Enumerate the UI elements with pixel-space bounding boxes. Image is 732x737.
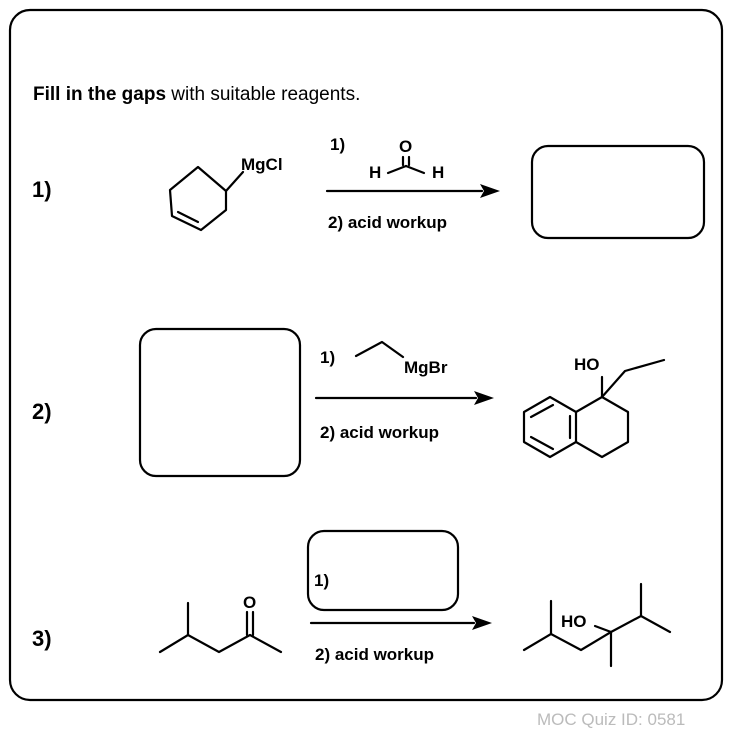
instruction-text: Fill in the gaps with suitable reagents. [33, 84, 360, 105]
cyclohexene-ring [168, 165, 228, 232]
ketone-chain [158, 633, 283, 654]
formaldehyde-ch-bond-right [404, 164, 426, 175]
alcohol-main-chain [522, 614, 672, 652]
quiz-id: MOC Quiz ID: 0581 [537, 710, 685, 729]
reaction-2: 2) 1) MgBr 2) acid workup HO [32, 327, 666, 478]
reaction-3-step-1: 1) [314, 571, 329, 590]
reaction-2-arrowhead [474, 391, 494, 405]
formaldehyde-o: O [399, 137, 412, 156]
reaction-1-answer-box[interactable] [530, 144, 706, 240]
mgcl-bond [224, 170, 245, 193]
reaction-2-reagent: 1) MgBr [320, 340, 448, 377]
cyclohexene-double-bond [176, 210, 200, 224]
reaction-1: 1) MgCl 1) O H H 2) acid workup [32, 135, 706, 240]
ethyl-chain [354, 340, 405, 359]
instruction-bold: Fill in the gaps [33, 84, 166, 105]
tetralin-inner-bond-1 [529, 403, 555, 419]
reaction-2-answer-box[interactable] [138, 327, 302, 478]
reaction-3-starting-material: O [158, 593, 283, 654]
hydroxyl-label: HO [574, 355, 600, 374]
formaldehyde-ch-bond-left [386, 164, 408, 175]
reaction-1-starting-material: MgCl [168, 155, 283, 232]
reaction-1-reagent: 1) O H H [330, 135, 444, 182]
reaction-3-arrowhead [472, 616, 492, 630]
ethyl-substituent [600, 358, 666, 399]
reaction-1-number: 1) [32, 177, 52, 202]
formaldehyde-h-right: H [432, 163, 444, 182]
instruction-rest: with suitable reagents. [166, 84, 360, 105]
reaction-1-workup: 2) acid workup [328, 213, 447, 232]
reaction-2-workup: 2) acid workup [320, 423, 439, 442]
reaction-2-step-1: 1) [320, 348, 335, 367]
reaction-3-product: HO [522, 582, 672, 668]
reaction-3-number: 3) [32, 626, 52, 651]
tetralin-inner-bond-2 [529, 435, 555, 451]
reaction-1-step-1: 1) [330, 135, 345, 154]
ketone-o-label: O [243, 593, 256, 612]
reaction-3-answer-box[interactable] [306, 529, 460, 612]
tetralin-saturated-ring [574, 395, 630, 459]
reaction-2-number: 2) [32, 399, 52, 424]
reaction-1-arrowhead [480, 184, 500, 198]
mgbr-label: MgBr [404, 358, 448, 377]
reaction-2-product: HO [522, 355, 666, 459]
alcohol-hydroxyl-bond [593, 624, 613, 634]
mgcl-label: MgCl [241, 155, 283, 174]
alcohol-hydroxyl-label: HO [561, 612, 587, 631]
formaldehyde-h-left: H [369, 163, 381, 182]
reaction-3-workup: 2) acid workup [315, 645, 434, 664]
reaction-3: 3) O 1) 2) acid workup HO [32, 529, 672, 668]
